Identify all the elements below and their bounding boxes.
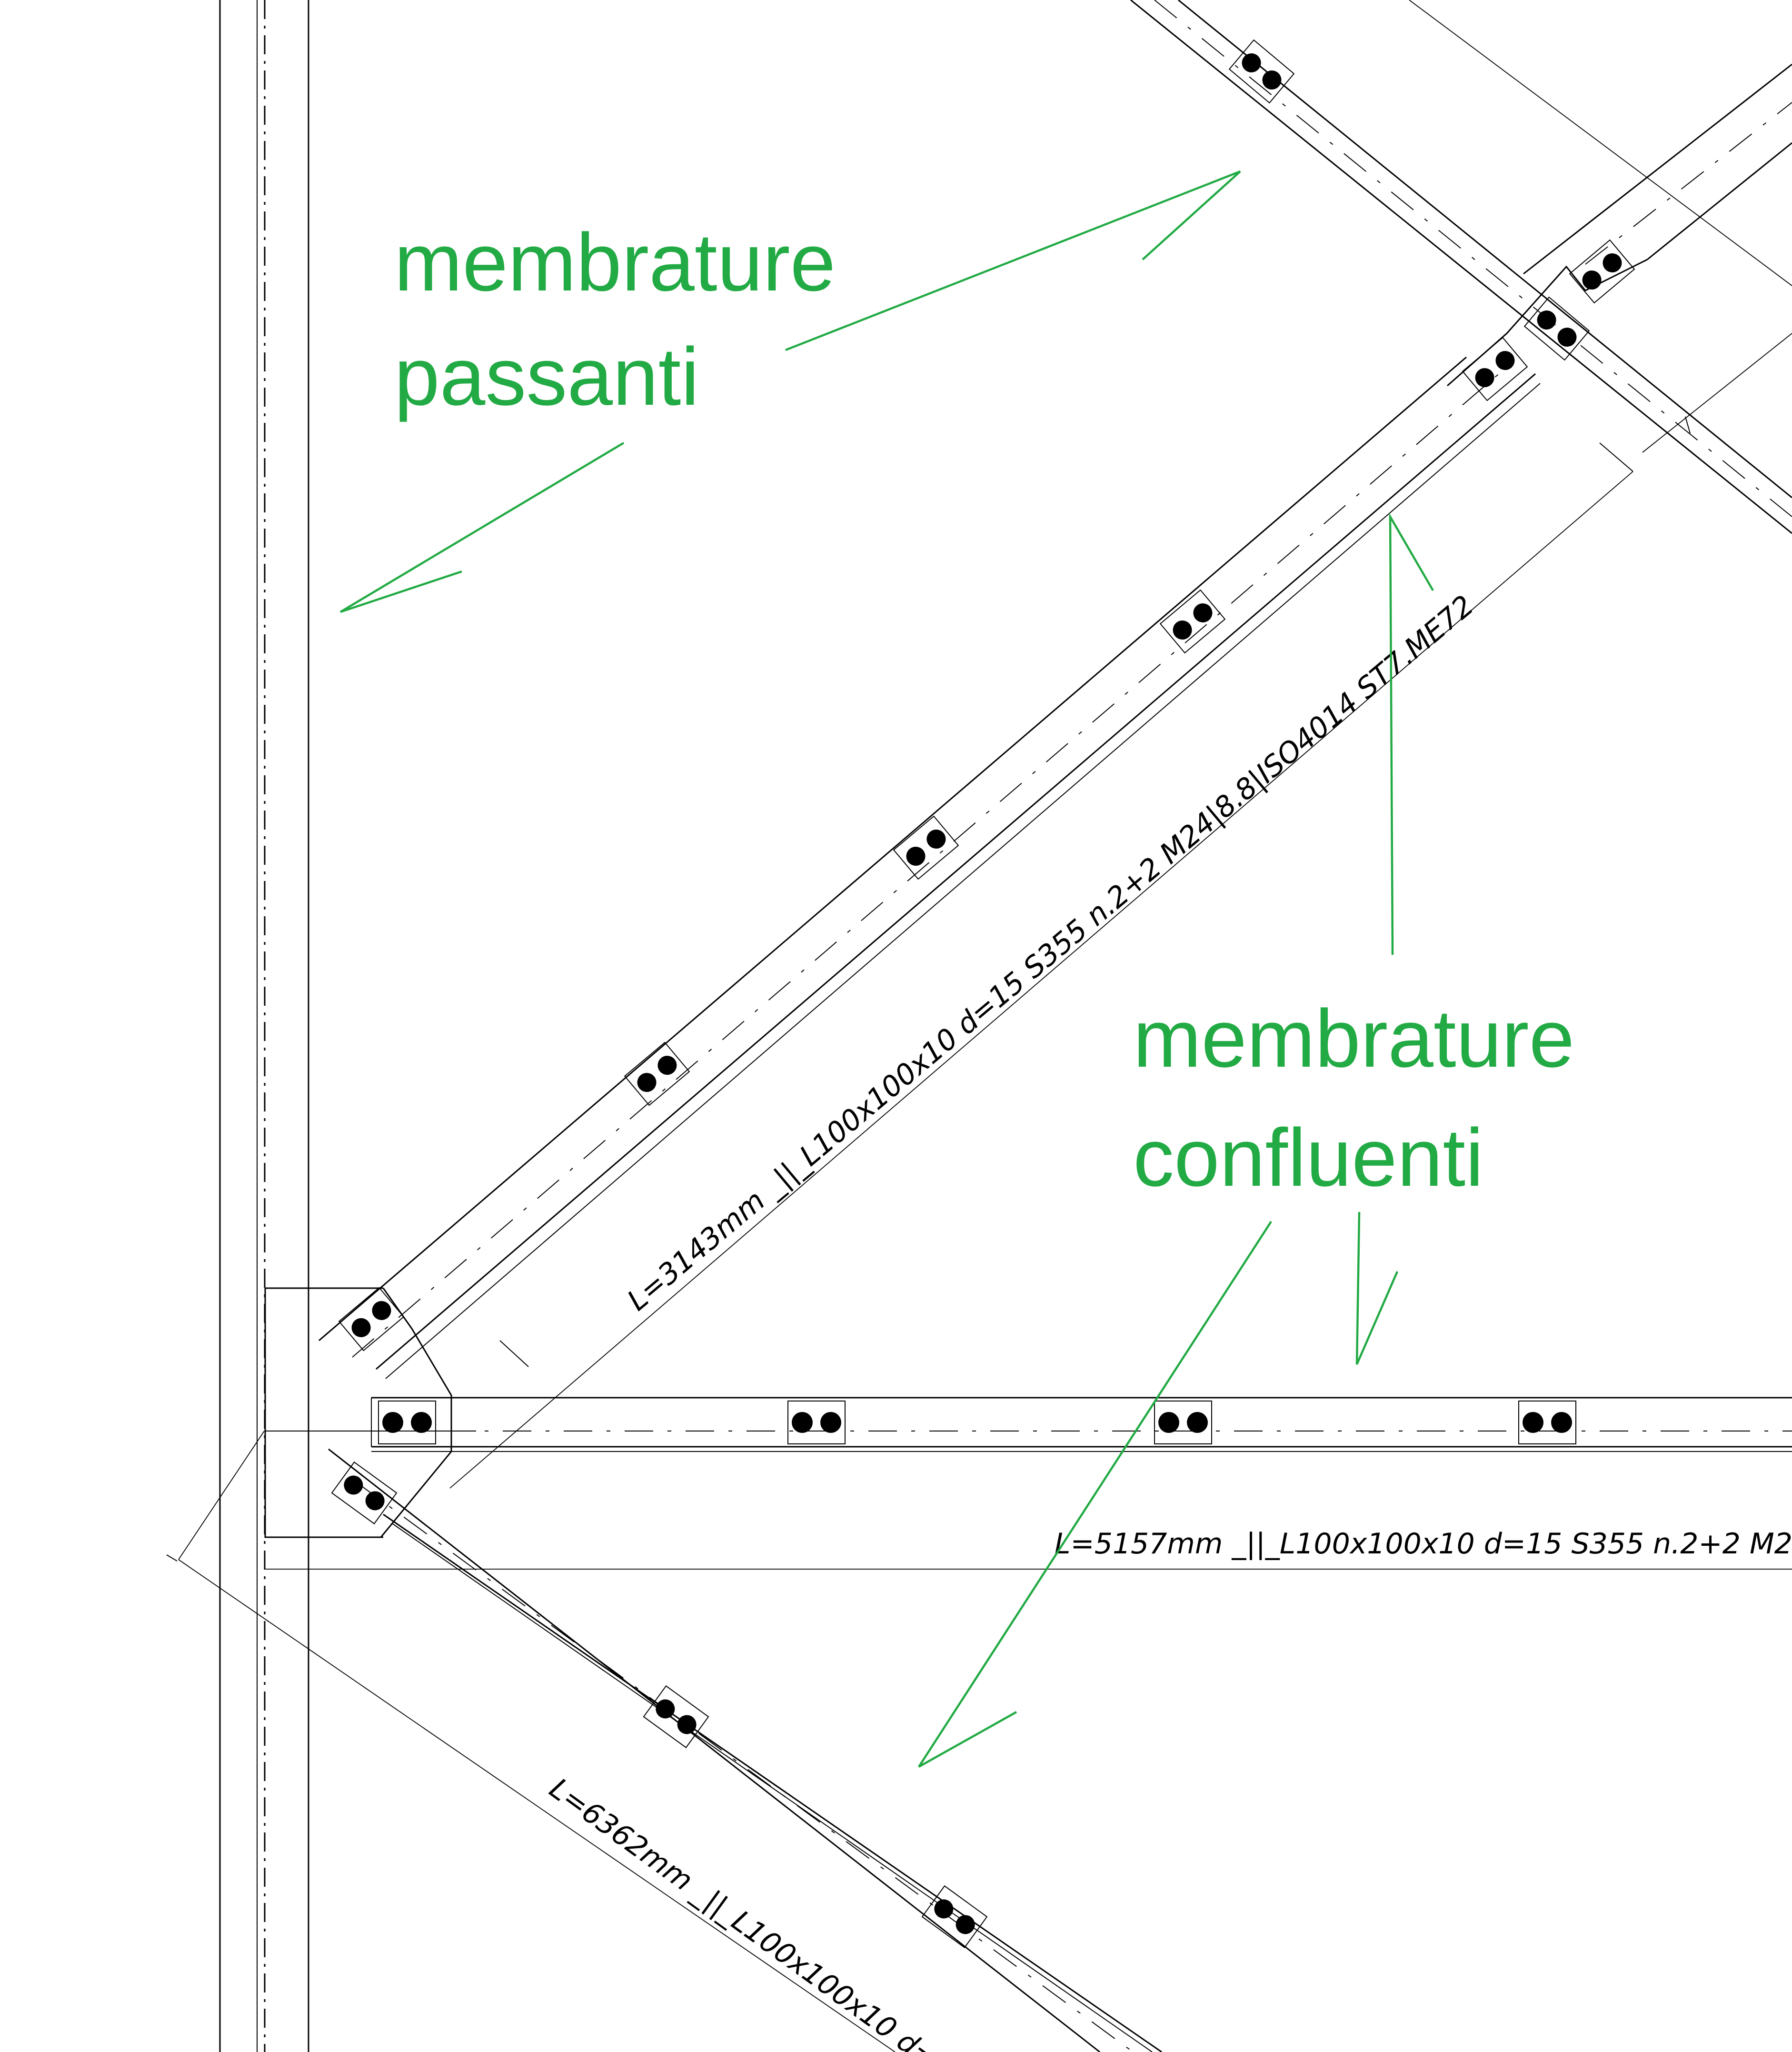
bolt-pair bbox=[338, 1287, 405, 1351]
bolt-pair bbox=[624, 1041, 690, 1106]
bolt-pair bbox=[787, 1401, 846, 1444]
through-members-label-line2: passanti bbox=[394, 331, 699, 422]
bolt-pair bbox=[331, 1461, 398, 1525]
bolt-pair bbox=[1569, 239, 1635, 304]
lower-diagonal-member bbox=[166, 1431, 1162, 2052]
column bbox=[219, 0, 309, 2052]
bolt-pair bbox=[1462, 337, 1528, 401]
upper-diagonal-member bbox=[319, 356, 1633, 1489]
bolt-pair bbox=[1523, 296, 1590, 361]
bolt-pair bbox=[1518, 1401, 1576, 1444]
converging-members-label-line1: membrature bbox=[1133, 993, 1574, 1084]
through-members-label-line1: membrature bbox=[394, 217, 836, 308]
bolt-pair bbox=[1159, 589, 1226, 654]
bolt-pair bbox=[1154, 1401, 1212, 1444]
converging-members-label-line2: confluenti bbox=[1133, 1112, 1483, 1203]
bolt-groups bbox=[331, 39, 1635, 1949]
bolt-pair bbox=[893, 815, 959, 880]
upper-diagonal-spec: L=3143mm _||_L100x100x10 d=15 S355 n.2+2… bbox=[621, 589, 1480, 1318]
annotation-arrows bbox=[339, 170, 1434, 1768]
bolt-pair bbox=[378, 1401, 436, 1444]
bolt-pair bbox=[643, 1685, 709, 1749]
through-members bbox=[1130, 0, 1792, 534]
lower-diagonal-spec: L=6362mm _||_L100x100x10 d=15 bbox=[543, 1772, 974, 2052]
horizontal-spec: L=5157mm _||_L100x100x10 d=15 S355 n.2+2… bbox=[1055, 1527, 1792, 1561]
bolt-pair bbox=[921, 1885, 988, 1949]
bolt-pair bbox=[1228, 39, 1295, 104]
